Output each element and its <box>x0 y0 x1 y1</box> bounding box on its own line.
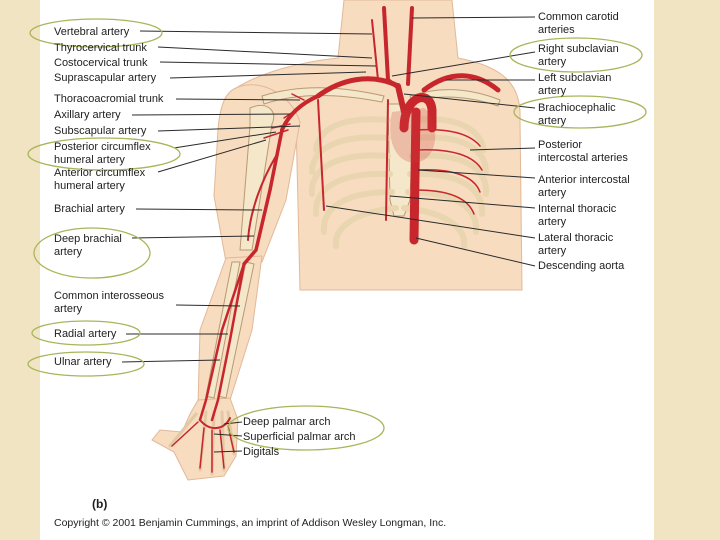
leader-subscapular <box>157 125 301 132</box>
leader-axillary <box>131 113 291 116</box>
label-deep-brachial-artery: Deep brachial artery <box>54 233 122 258</box>
label-posterior-intercostal: Posterior intercostal arteries <box>538 139 628 164</box>
vertebral-artery <box>371 19 379 81</box>
panel-letter: (b) <box>92 497 108 511</box>
leader-vertebral <box>139 30 373 35</box>
leader-ant-intercostal <box>417 169 536 179</box>
label-common-interosseous: Common interosseous artery <box>54 290 165 315</box>
label-vertebral-artery: Vertebral artery <box>54 26 130 38</box>
highlight-vertebral <box>29 18 163 48</box>
label-descending-aorta: Descending aorta <box>538 260 625 272</box>
leader-descending-aorta <box>415 237 536 267</box>
highlight-deep-brachial <box>33 227 151 279</box>
label-left-subclavian: Left subclavian artery <box>538 72 612 97</box>
leader-suprascapular <box>169 71 367 79</box>
internal-thoracic <box>385 99 389 221</box>
lateral-thoracic <box>317 99 325 211</box>
leader-deep-brachial <box>131 235 255 239</box>
highlight-right-subclavian <box>509 37 643 73</box>
leader-lines <box>121 16 536 453</box>
leader-thyrocervical <box>157 46 373 59</box>
rib-cage <box>308 116 490 249</box>
leader-right-subclavian <box>391 51 536 77</box>
label-deep-palmar-arch: Deep palmar arch <box>243 416 331 428</box>
label-radial-artery: Radial artery <box>54 328 117 340</box>
label-brachial-artery: Brachial artery <box>54 203 125 215</box>
label-posterior-circumflex-humeral: Posterior circumflex humeral artery <box>54 141 151 166</box>
highlight-posterior-circumflex <box>27 137 181 171</box>
label-lateral-thoracic: Lateral thoracic artery <box>538 232 614 257</box>
highlight-circles <box>27 18 647 451</box>
label-anterior-intercostal: Anterior intercostal artery <box>538 174 630 199</box>
leader-internal-thoracic <box>389 195 536 209</box>
descending-aorta <box>409 107 421 245</box>
humerus <box>239 104 275 251</box>
heart-region <box>390 108 436 163</box>
label-right-subclavian: Right subclavian artery <box>538 43 619 68</box>
leader-lateral-thoracic <box>325 205 536 239</box>
leader-post-circumflex <box>173 131 277 149</box>
label-digitals: Digitals <box>243 446 280 458</box>
highlight-radial <box>31 320 141 346</box>
label-subscapular-artery: Subscapular artery <box>54 125 147 137</box>
leader-digitals <box>213 450 243 453</box>
label-superficial-palmar-arch: Superficial palmar arch <box>243 431 356 443</box>
leader-ulnar <box>121 359 221 363</box>
leader-superficial-palmar <box>213 433 243 437</box>
intercostal-arteries <box>415 128 483 215</box>
leader-brachial <box>135 208 263 211</box>
clavicle-right <box>261 87 385 105</box>
right-subclavian <box>315 76 401 99</box>
deep-brachial-artery <box>247 155 277 241</box>
left-subclavian <box>421 73 501 93</box>
label-costocervical-trunk: Costocervical trunk <box>54 57 148 69</box>
digital-arteries <box>171 421 235 473</box>
label-common-carotid: Common carotid arteries <box>538 11 619 36</box>
palmar-arches <box>199 417 231 429</box>
brachiocephalic-trunk <box>395 83 407 115</box>
leader-costocervical <box>159 61 377 67</box>
highlight-ulnar <box>27 351 145 377</box>
leader-common-interosseous <box>175 304 241 307</box>
copyright-notice: Copyright © 2001 Benjamin Cummings, an i… <box>54 517 447 529</box>
leader-post-intercostal <box>469 147 536 151</box>
leader-common-carotid <box>411 16 536 19</box>
leader-brachiocephalic <box>403 93 536 109</box>
label-axillary-artery: Axillary artery <box>54 109 121 121</box>
label-thyrocervical-trunk: Thyrocervical trunk <box>54 42 147 54</box>
highlight-hand-arches <box>227 405 385 451</box>
label-ulnar-artery: Ulnar artery <box>54 356 112 368</box>
brachial-artery <box>242 128 284 266</box>
label-brachiocephalic: Brachiocephalic artery <box>538 102 616 127</box>
label-thoracoacromial-trunk: Thoracoacromial trunk <box>54 93 164 105</box>
radial-artery <box>210 262 246 422</box>
highlight-brachiocephalic <box>513 95 647 129</box>
common-carotid-left <box>406 6 414 86</box>
leader-ant-circumflex <box>157 139 267 173</box>
leader-deep-palmar <box>223 421 243 425</box>
label-internal-thoracic: Internal thoracic artery <box>538 203 617 228</box>
aortic-arch <box>399 93 437 133</box>
leader-thoracoacromial <box>175 98 301 101</box>
label-suprascapular-artery: Suprascapular artery <box>54 72 157 84</box>
ulnar-artery <box>198 262 246 422</box>
label-anterior-circumflex-humeral: Anterior circumflex humeral artery <box>54 167 146 192</box>
